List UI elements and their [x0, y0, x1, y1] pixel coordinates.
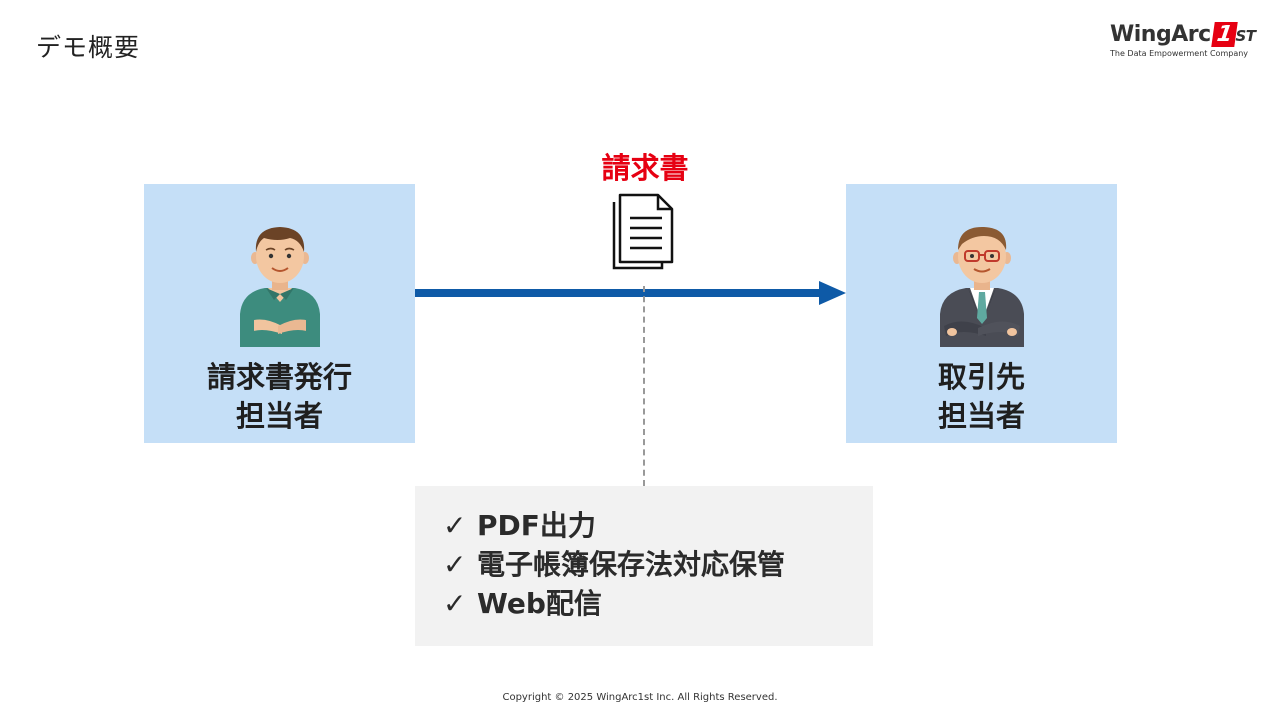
issuer-label: 請求書発行 担当者 [144, 358, 415, 436]
feature-label: Web配信 [477, 587, 602, 620]
issuer-box: 請求書発行 担当者 [144, 184, 415, 443]
recipient-label-line2: 担当者 [937, 399, 1025, 433]
feature-list: ✓ PDF出力 ✓ 電子帳簿保存法対応保管 ✓ Web配信 [415, 486, 873, 623]
page-title: デモ概要 [36, 33, 141, 62]
check-icon: ✓ [443, 587, 467, 620]
feature-item-web: ✓ Web配信 [443, 584, 873, 623]
check-icon: ✓ [443, 509, 467, 542]
logo-brand-text: WingArc [1110, 22, 1211, 47]
recipient-label: 取引先 担当者 [846, 358, 1117, 436]
feature-item-pdf: ✓ PDF出力 [443, 506, 873, 545]
logo-tagline: The Data Empowerment Company [1110, 49, 1249, 58]
issuer-label-line1: 請求書発行 [206, 360, 352, 394]
document-label: 請求書 [601, 151, 689, 185]
person-businessman-icon [939, 226, 1024, 347]
document-icon [612, 193, 674, 270]
feature-item-storage: ✓ 電子帳簿保存法対応保管 [443, 545, 873, 584]
issuer-label-line2: 担当者 [235, 399, 323, 433]
feature-label: 電子帳簿保存法対応保管 [477, 548, 786, 581]
person-casual-icon [239, 227, 320, 347]
feature-label: PDF出力 [477, 509, 596, 542]
connector-dashed-line [643, 286, 647, 486]
recipient-box: 取引先 担当者 [846, 184, 1117, 443]
feature-box: ✓ PDF出力 ✓ 電子帳簿保存法対応保管 ✓ Web配信 [415, 486, 873, 646]
check-icon: ✓ [443, 548, 467, 581]
logo-one-mark: 1 [1210, 22, 1238, 47]
recipient-label-line1: 取引先 [937, 360, 1025, 394]
copyright-footer: Copyright © 2025 WingArc1st Inc. All Rig… [502, 692, 778, 703]
logo-st-text: ST [1235, 27, 1256, 45]
flow-arrow [415, 281, 846, 305]
